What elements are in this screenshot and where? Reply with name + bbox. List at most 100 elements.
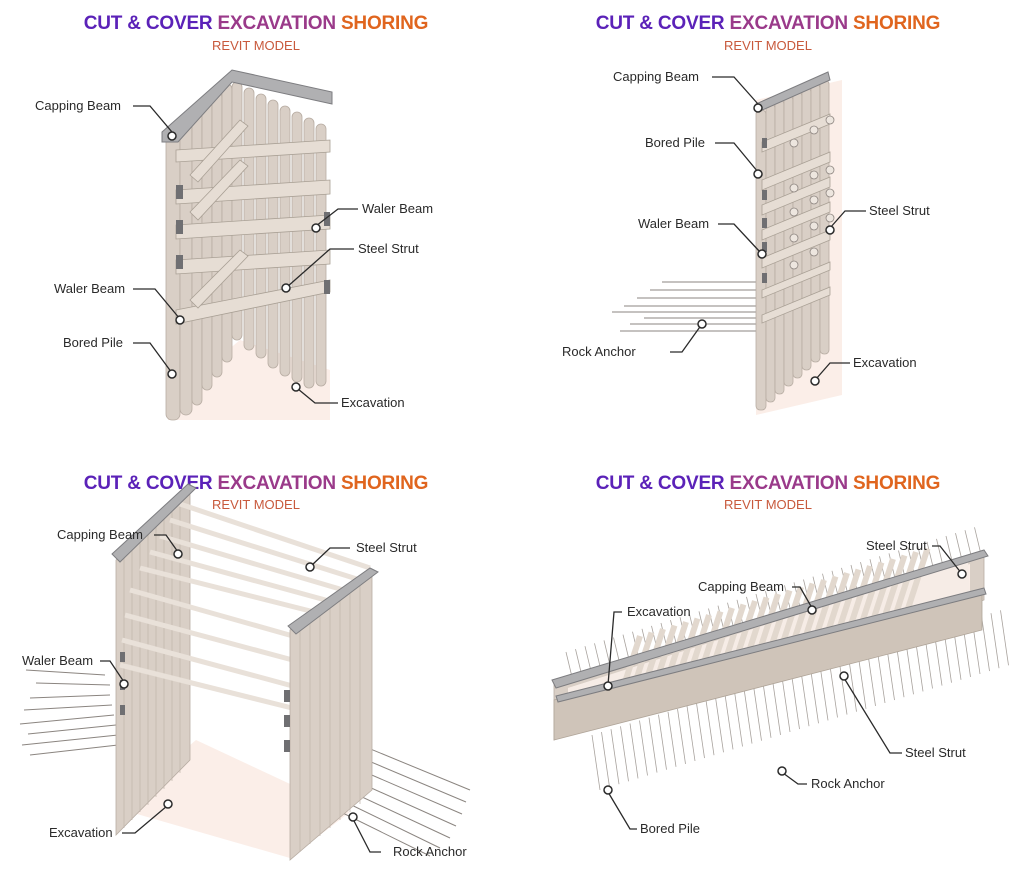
rock-anchor bbox=[857, 653, 867, 709]
rock-anchor bbox=[610, 729, 620, 785]
title-part: SHORING bbox=[852, 473, 941, 494]
leader-lines bbox=[100, 534, 381, 853]
rock-anchor bbox=[829, 662, 838, 718]
panel-subtitle: REVIT MODEL bbox=[212, 497, 300, 512]
label-bored-pile: Bored Pile bbox=[640, 821, 700, 836]
rock-anchor bbox=[781, 676, 791, 733]
label-bored-pile: Bored Pile bbox=[63, 335, 123, 350]
title-part: EXCAVATION bbox=[729, 13, 853, 34]
label-capping-beam: Capping Beam bbox=[35, 98, 121, 113]
rock-anchor bbox=[603, 640, 611, 666]
rock-anchor bbox=[620, 726, 629, 782]
rock-anchors bbox=[565, 527, 1009, 791]
rock-anchor bbox=[955, 533, 962, 559]
two-wall-model bbox=[19, 483, 471, 861]
panel-subtitle: REVIT MODEL bbox=[724, 497, 812, 512]
panel-full-box-excavation: CUT & COVER EXCAVATION SHORING REVIT MOD… bbox=[512, 440, 1024, 880]
waler-end-caps bbox=[762, 138, 767, 283]
pile-joints-right bbox=[299, 581, 361, 852]
rock-anchor bbox=[715, 697, 724, 753]
rock-anchor bbox=[648, 717, 658, 773]
rock-anchor bbox=[1000, 610, 1009, 666]
capping-beam bbox=[551, 549, 989, 689]
waler-end-caps bbox=[176, 185, 330, 294]
rock-anchor bbox=[762, 682, 772, 738]
rock-anchor bbox=[575, 649, 582, 675]
capping-beam-front bbox=[555, 587, 987, 703]
rock-anchor bbox=[658, 714, 667, 770]
label-rock-anchor: Rock Anchor bbox=[393, 844, 467, 859]
rock-anchor bbox=[876, 647, 886, 704]
capping-beam-right bbox=[287, 567, 379, 635]
rock-anchor bbox=[629, 723, 639, 779]
rock-anchors-left bbox=[19, 669, 119, 756]
callout-markers bbox=[603, 569, 967, 795]
rock-anchor bbox=[591, 734, 601, 791]
title-part: EXCAVATION bbox=[217, 473, 341, 494]
corner-shoring-model bbox=[133, 69, 358, 421]
panel-single-wall: CUT & COVER EXCAVATION SHORING REVIT MOD… bbox=[512, 0, 1024, 440]
label-steel-strut: Steel Strut bbox=[356, 540, 417, 555]
leader-lines bbox=[133, 105, 358, 404]
panel-title: CUT & COVER EXCAVATION SHORING bbox=[0, 13, 512, 35]
rock-anchor bbox=[926, 541, 934, 567]
label-excavation: Excavation bbox=[627, 604, 691, 619]
rock-anchor bbox=[800, 671, 810, 727]
capping-beam bbox=[161, 69, 333, 143]
leader-lines bbox=[607, 545, 963, 830]
walers bbox=[761, 113, 831, 324]
rock-anchor bbox=[696, 703, 705, 759]
label-capping-beam: Capping Beam bbox=[698, 579, 784, 594]
capping-beam-left bbox=[111, 483, 197, 563]
rock-anchor bbox=[945, 535, 953, 562]
strut-ends bbox=[789, 115, 835, 270]
rock-anchor bbox=[791, 674, 800, 730]
label-capping-beam: Capping Beam bbox=[57, 527, 143, 542]
label-excavation: Excavation bbox=[853, 355, 917, 370]
rock-anchor bbox=[743, 688, 753, 744]
label-waler-beam-right: Waler Beam bbox=[362, 201, 434, 216]
label-rock-anchor: Rock Anchor bbox=[562, 344, 636, 359]
title-part: CUT & COVER bbox=[595, 13, 730, 34]
rock-anchor bbox=[594, 643, 601, 669]
label-steel-strut: Steel Strut bbox=[869, 203, 930, 218]
label-excavation: Excavation bbox=[341, 395, 405, 410]
title-part: CUT & COVER bbox=[83, 13, 218, 34]
label-bored-pile: Bored Pile bbox=[645, 135, 705, 150]
label-excavation: Excavation bbox=[49, 825, 113, 840]
callout-markers bbox=[697, 103, 835, 386]
rock-anchor bbox=[677, 708, 686, 764]
label-waler-beam: Waler Beam bbox=[22, 653, 94, 668]
rock-anchor bbox=[734, 691, 743, 747]
rock-anchor bbox=[686, 705, 696, 762]
rock-anchor bbox=[601, 732, 610, 788]
rock-anchor bbox=[772, 679, 781, 735]
rock-anchor bbox=[667, 711, 677, 767]
panel-title: CUT & COVER EXCAVATION SHORING bbox=[512, 13, 1024, 35]
rock-anchor bbox=[964, 530, 972, 556]
label-steel-strut: Steel Strut bbox=[358, 241, 419, 256]
rock-anchor bbox=[838, 659, 848, 715]
title-part: SHORING bbox=[852, 13, 941, 34]
panel-title: CUT & COVER EXCAVATION SHORING bbox=[512, 473, 1024, 495]
rock-anchor bbox=[613, 637, 620, 663]
rock-anchor bbox=[974, 527, 981, 553]
rock-anchor bbox=[936, 538, 943, 564]
rock-anchor bbox=[724, 694, 734, 750]
rock-anchor bbox=[584, 646, 592, 672]
rock-anchor bbox=[819, 665, 829, 721]
title-part: CUT & COVER bbox=[83, 473, 218, 494]
callout-markers bbox=[119, 549, 358, 822]
title-part: SHORING bbox=[340, 13, 429, 34]
rock-anchor bbox=[705, 700, 715, 756]
rock-anchor bbox=[565, 651, 573, 678]
rock-anchor bbox=[639, 720, 648, 776]
rock-anchor bbox=[981, 616, 990, 672]
rock-anchor bbox=[810, 668, 819, 724]
panel-title: CUT & COVER EXCAVATION SHORING bbox=[0, 473, 512, 495]
rock-anchor bbox=[753, 685, 762, 741]
panel-subtitle: REVIT MODEL bbox=[212, 38, 300, 53]
title-part: EXCAVATION bbox=[217, 13, 341, 34]
panel-two-wall-strutted: CUT & COVER EXCAVATION SHORING REVIT MOD… bbox=[0, 440, 512, 880]
label-waler-beam-left: Waler Beam bbox=[54, 281, 126, 296]
